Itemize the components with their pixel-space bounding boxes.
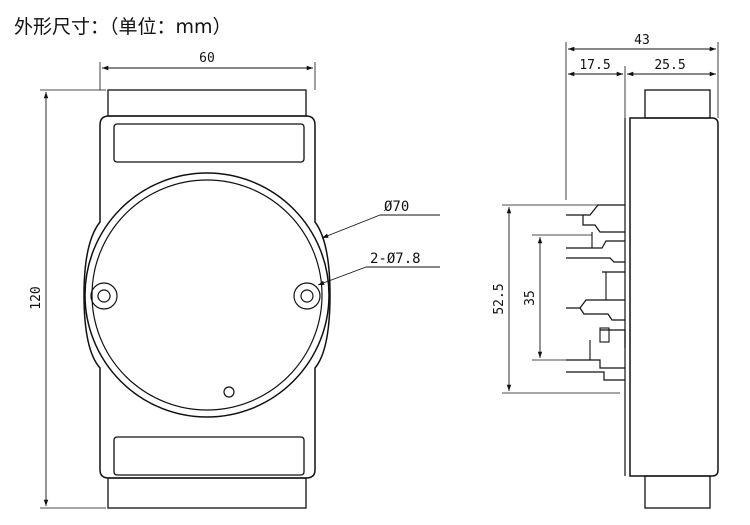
front-circle-outer [84, 172, 330, 418]
din-clip-profile [566, 204, 626, 381]
circle-dia-label: Ø70 [384, 199, 409, 215]
front-bottom-tab [107, 477, 307, 509]
mount-hole-left-inner [97, 289, 111, 303]
dim-front-width-label: 60 [199, 51, 215, 66]
dim-side-right-width-label: 25.5 [654, 58, 685, 73]
mount-hole-right-outer [293, 282, 321, 310]
front-circle-inner [91, 179, 323, 411]
din-clip-spring [599, 327, 610, 343]
indicator-hole [223, 386, 235, 398]
hole-dia-label: 2-Ø7.8 [370, 251, 421, 267]
side-body [629, 117, 719, 477]
dim-rail-outer-height: 52.5 [492, 204, 620, 394]
dim-rail-outer-height-label: 52.5 [492, 283, 507, 314]
leader-circle-dia: Ø70 [321, 199, 440, 239]
mount-hole-right-inner [300, 289, 314, 303]
side-view [566, 89, 719, 509]
side-top-stub [644, 89, 711, 119]
dim-front-height: 120 [29, 89, 106, 509]
dim-front-width: 60 [99, 51, 316, 90]
front-top-tab [107, 89, 307, 117]
side-bottom-stub [644, 475, 711, 509]
front-bottom-window [113, 436, 305, 476]
front-view [83, 89, 331, 509]
dim-front-height-label: 120 [29, 286, 44, 309]
drawing-title: 外形尺寸：（单位：mm） [14, 16, 232, 38]
dim-side-left-width-label: 17.5 [579, 58, 610, 73]
front-body-outline [83, 115, 331, 479]
front-top-window [113, 123, 305, 163]
dim-rail-inner-height-label: 35 [523, 290, 538, 306]
dim-rail-inner-height: 35 [523, 234, 592, 361]
dim-side-total-width: 43 [565, 33, 719, 200]
dim-side-total-width-label: 43 [634, 33, 650, 48]
leader-hole-dia: 2-Ø7.8 [317, 251, 440, 286]
mount-hole-left-outer [90, 282, 118, 310]
dim-side-split-width: 17.5 25.5 [568, 58, 716, 118]
